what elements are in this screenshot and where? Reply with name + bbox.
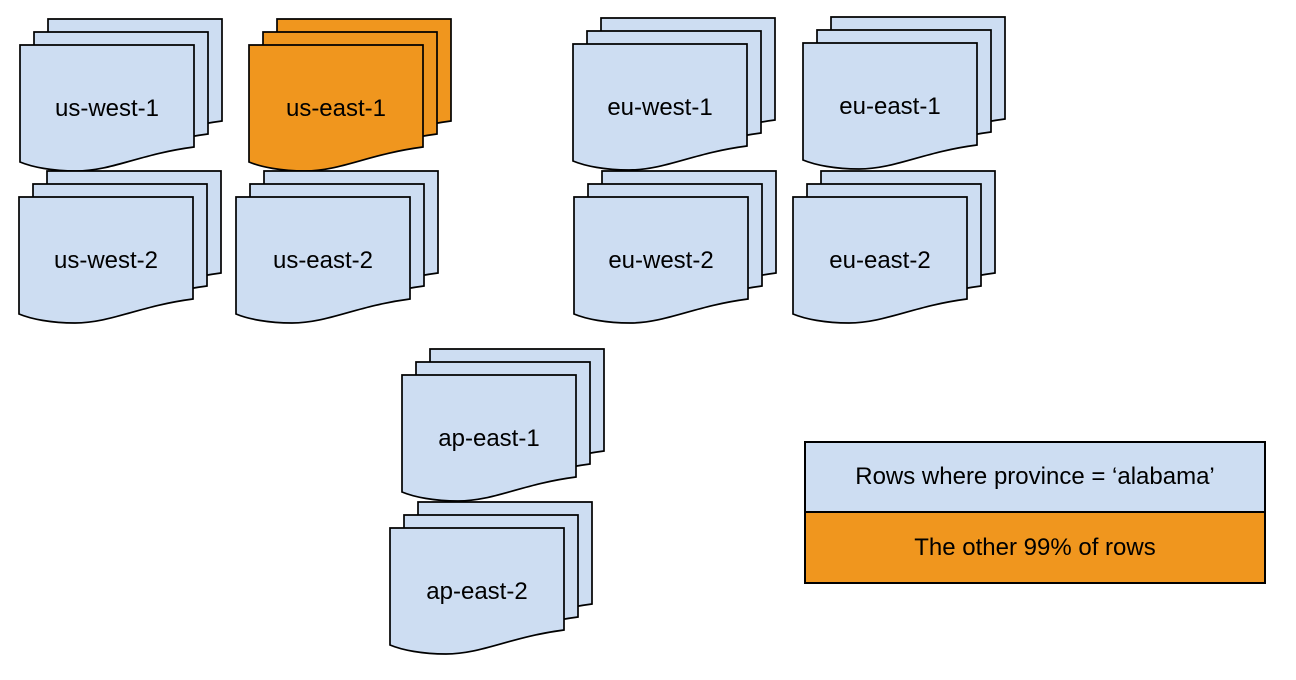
- stack-eu-east-1: eu-east-1: [801, 16, 1007, 174]
- region-label: us-east-2: [272, 247, 374, 274]
- region-label: us-west-1: [54, 95, 160, 122]
- stack-ap-east-2: ap-east-2: [388, 501, 594, 659]
- region-label: us-east-1: [285, 95, 387, 122]
- stack-eu-east-2: eu-east-2: [791, 170, 997, 328]
- stack-ap-east-1: ap-east-1: [400, 348, 606, 506]
- region-label: us-west-2: [53, 247, 159, 274]
- stack-us-west-2: us-west-2: [17, 170, 223, 328]
- legend-item-label: Rows where province = ‘alabama’: [855, 463, 1215, 490]
- region-label: eu-west-1: [607, 94, 713, 121]
- stack-eu-west-2: eu-west-2: [572, 170, 778, 328]
- region-label: eu-east-2: [829, 247, 931, 274]
- legend: Rows where province = ‘alabama’ The othe…: [804, 441, 1266, 584]
- region-label: eu-west-2: [608, 247, 714, 274]
- region-label: eu-east-1: [839, 93, 941, 120]
- region-label: ap-east-1: [438, 425, 540, 452]
- stack-eu-west-1: eu-west-1: [571, 17, 777, 175]
- region-label: ap-east-2: [426, 578, 528, 605]
- stack-us-east-2: us-east-2: [234, 170, 440, 328]
- legend-item-alabama-rows: Rows where province = ‘alabama’: [806, 443, 1264, 511]
- legend-item-other-rows: The other 99% of rows: [806, 511, 1264, 582]
- legend-item-label: The other 99% of rows: [914, 533, 1156, 561]
- stack-us-east-1: us-east-1: [247, 18, 453, 176]
- stack-us-west-1: us-west-1: [18, 18, 224, 176]
